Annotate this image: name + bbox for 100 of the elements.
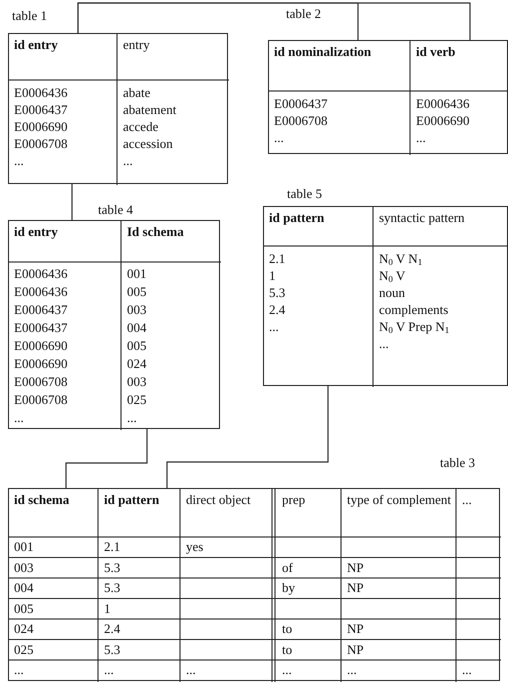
column-header: entry xyxy=(123,37,151,53)
column-header: id pattern xyxy=(104,492,160,508)
cell-text: abatement xyxy=(123,103,176,116)
cell-text: accede xyxy=(123,120,158,133)
cell-text: 1 xyxy=(104,602,110,614)
cell-text: E0006437 xyxy=(14,103,68,116)
table-caption: table 3 xyxy=(440,455,476,471)
cell-text: noun xyxy=(379,286,405,299)
column-header: direct object xyxy=(186,492,252,508)
cell-text: 005 xyxy=(127,285,146,298)
cell-text: 024 xyxy=(14,622,34,635)
connector-line xyxy=(71,184,73,220)
column-header: id schema xyxy=(14,492,70,508)
cell-text: ... xyxy=(14,663,24,676)
cell-text: 005 xyxy=(14,602,34,614)
cell-text: 004 xyxy=(127,321,146,334)
cell-text: 2.4 xyxy=(104,622,120,635)
cell-text: 1 xyxy=(269,269,276,282)
cell-text: ... xyxy=(379,337,389,350)
cell-text: NP xyxy=(347,622,364,635)
column-header: prep xyxy=(282,492,306,508)
cell-text: E0006690 xyxy=(14,339,68,352)
cell-text: to xyxy=(282,642,292,656)
cell-text: NP xyxy=(347,560,364,574)
column-header: id nominalization xyxy=(274,44,372,60)
cell-text: 5.3 xyxy=(104,642,120,656)
cell-text: E0006708 xyxy=(274,114,328,127)
cell-text: E0006436 xyxy=(14,285,68,298)
column-header: id entry xyxy=(14,37,59,53)
cell-text: E0006708 xyxy=(14,375,68,388)
cell-text: abate xyxy=(123,86,150,99)
cell-text: 001 xyxy=(127,267,146,280)
cell-text: E0006437 xyxy=(14,321,68,334)
cell-text: yes xyxy=(186,540,204,553)
table-caption: table 5 xyxy=(287,186,322,202)
connector-line xyxy=(77,2,471,40)
cell-text: E0006690 xyxy=(14,120,68,133)
cell-text: 001 xyxy=(14,540,34,553)
cell-text: E0006690 xyxy=(14,357,68,370)
cell-text: 025 xyxy=(14,642,34,656)
cell-text: E0006436 xyxy=(416,97,470,110)
cell-text: ... xyxy=(347,663,357,676)
connector-line xyxy=(166,386,329,488)
cell-text: E0006708 xyxy=(14,393,68,406)
cell-text: 5.3 xyxy=(104,560,120,574)
cell-text: ... xyxy=(269,320,279,333)
cell-text: NP xyxy=(347,642,364,656)
table xyxy=(263,206,508,386)
column-header: syntactic pattern xyxy=(379,210,466,226)
column-header: id pattern xyxy=(269,210,326,226)
cell-text: ... xyxy=(14,154,24,167)
cell-text: 005 xyxy=(127,339,146,352)
cell-text: E0006436 xyxy=(14,267,68,280)
cell-text: 2.1 xyxy=(269,252,286,265)
cell-text: ... xyxy=(14,411,24,424)
cell-text: 003 xyxy=(14,560,34,574)
table-caption: table 2 xyxy=(286,6,322,22)
table xyxy=(8,33,228,184)
cell-text: ... xyxy=(123,154,133,167)
column-header: Id schema xyxy=(127,224,185,240)
table-caption: table 1 xyxy=(12,8,48,24)
cell-text: ... xyxy=(274,131,284,144)
cell-text: 025 xyxy=(127,393,146,406)
cell-text: E0006437 xyxy=(14,303,68,316)
cell-text: ... xyxy=(462,663,472,676)
cell-text: E0006690 xyxy=(416,114,470,127)
cell-text: accession xyxy=(123,137,173,150)
cell-text: to xyxy=(282,622,292,635)
cell-text: 024 xyxy=(127,357,146,370)
cell-text: 003 xyxy=(127,303,146,316)
cell-text: ... xyxy=(104,663,114,676)
cell-text: by xyxy=(282,581,295,594)
column-header: type of complement xyxy=(347,492,452,508)
column-header: ... xyxy=(462,492,473,508)
table xyxy=(8,220,220,429)
cell-text: 003 xyxy=(127,375,146,388)
cell-text: of xyxy=(282,560,293,574)
table xyxy=(8,488,500,681)
table xyxy=(268,40,508,154)
cell-text: 5.3 xyxy=(104,581,120,594)
cell-text: ... xyxy=(282,663,292,676)
column-header: id verb xyxy=(416,44,456,60)
cell-text: E0006708 xyxy=(14,137,68,150)
cell-text: ... xyxy=(127,411,137,424)
cell-text: NP xyxy=(347,581,364,594)
cell-text: E0006436 xyxy=(14,86,68,99)
cell-text: N$_{0}$ V Prep N$_{1}$ xyxy=(379,320,450,333)
table-caption: table 4 xyxy=(98,202,134,218)
cell-text: 2.1 xyxy=(104,540,120,553)
cell-text: E0006437 xyxy=(274,97,328,110)
cell-text: 2.4 xyxy=(269,303,286,316)
cell-text: ... xyxy=(416,131,426,144)
cell-text: complements xyxy=(379,303,448,316)
cell-text: N$_{0}$ V N$_{1}$ xyxy=(379,252,422,265)
cell-text: 004 xyxy=(14,581,34,594)
column-header: id entry xyxy=(14,224,59,240)
cell-text: 5.3 xyxy=(269,286,286,299)
cell-text: ... xyxy=(186,663,196,676)
cell-text: N$_{0}$ V xyxy=(379,269,406,282)
connector-line xyxy=(65,429,148,488)
